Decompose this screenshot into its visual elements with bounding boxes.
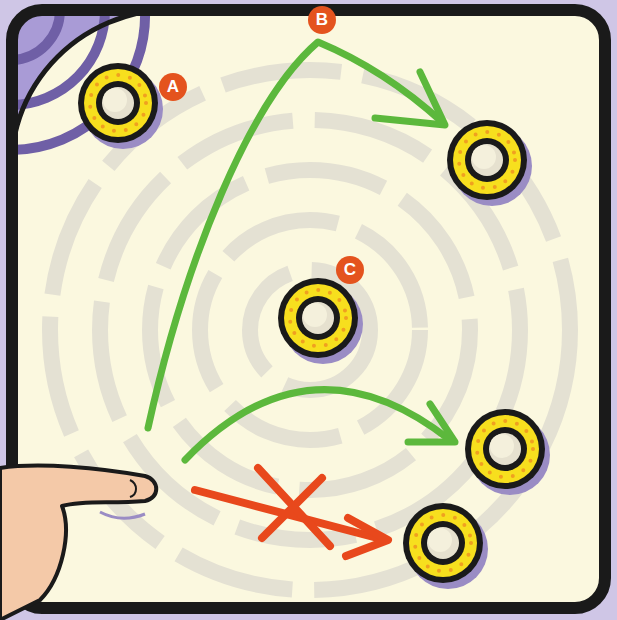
callout-letter: A [159,73,187,101]
ring-piece [465,409,550,495]
ring-piece [278,278,363,364]
bad-shot [195,468,388,556]
ring-piece [403,503,488,589]
corner-zone [12,10,172,190]
callout-letter: C [336,256,364,284]
good-shots [148,42,455,460]
ring-piece [447,120,532,206]
callout-letter: B [308,6,336,34]
board [12,10,605,608]
ring-piece [78,63,163,149]
hand [0,466,156,620]
